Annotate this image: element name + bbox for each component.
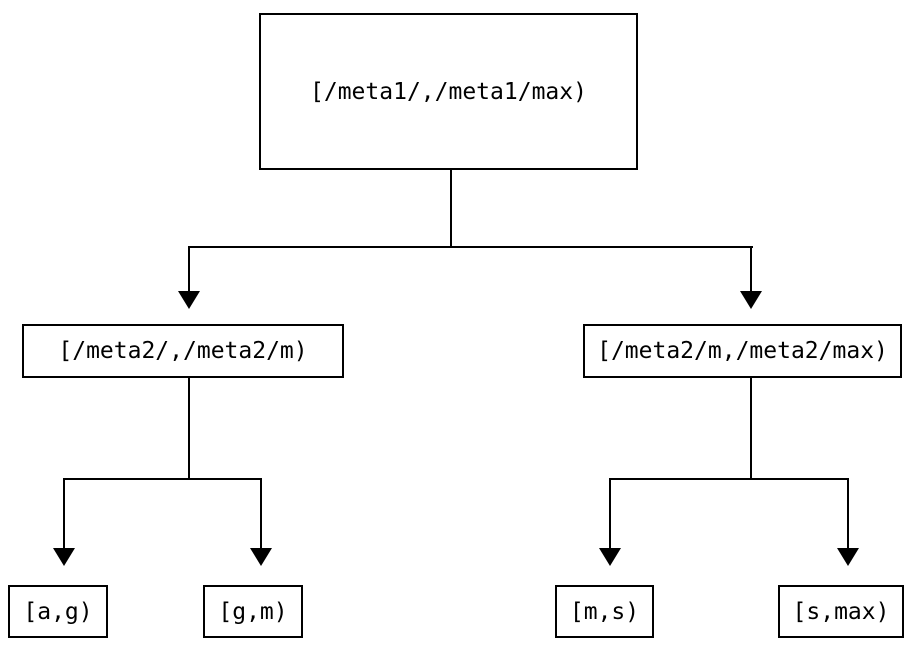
arrow-down-icon bbox=[53, 548, 75, 566]
edge-root-right-drop bbox=[750, 246, 752, 291]
edge-left-crossbar bbox=[63, 478, 262, 480]
node-root: [/meta1/,/meta1/max) bbox=[259, 13, 638, 170]
edge-right-ms-drop bbox=[609, 478, 611, 548]
edge-root-crossbar bbox=[188, 246, 753, 248]
node-left-label: [/meta2/,/meta2/m) bbox=[58, 338, 308, 364]
edge-right-stem bbox=[750, 378, 752, 479]
node-leaf-gm: [g,m) bbox=[203, 585, 303, 638]
node-leaf-ag-label: [a,g) bbox=[23, 598, 93, 625]
arrow-down-icon bbox=[599, 548, 621, 566]
edge-left-ag-drop bbox=[63, 478, 65, 548]
edge-right-smax-drop bbox=[847, 478, 849, 548]
node-leaf-ag: [a,g) bbox=[8, 585, 108, 638]
arrow-down-icon bbox=[740, 291, 762, 309]
edge-left-stem bbox=[188, 378, 190, 479]
node-leaf-gm-label: [g,m) bbox=[218, 598, 288, 625]
node-leaf-smax: [s,max) bbox=[778, 585, 904, 638]
edge-left-gm-drop bbox=[260, 478, 262, 548]
node-leaf-smax-label: [s,max) bbox=[792, 598, 890, 625]
edge-root-left-drop bbox=[188, 246, 190, 291]
node-root-label: [/meta1/,/meta1/max) bbox=[310, 78, 587, 105]
arrow-down-icon bbox=[250, 548, 272, 566]
node-right: [/meta2/m,/meta2/max) bbox=[583, 324, 902, 378]
node-left: [/meta2/,/meta2/m) bbox=[22, 324, 344, 378]
node-leaf-ms: [m,s) bbox=[555, 585, 654, 638]
edge-right-crossbar bbox=[609, 478, 849, 480]
node-leaf-ms-label: [m,s) bbox=[569, 598, 640, 625]
arrow-down-icon bbox=[178, 291, 200, 309]
edge-root-stem bbox=[450, 170, 452, 247]
arrow-down-icon bbox=[837, 548, 859, 566]
node-right-label: [/meta2/m,/meta2/max) bbox=[597, 338, 888, 364]
